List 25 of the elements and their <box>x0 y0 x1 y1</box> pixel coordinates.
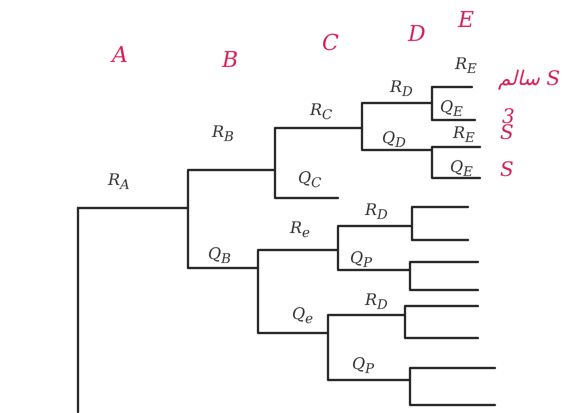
branch-label: R$_{E}$ <box>453 125 475 146</box>
annotation: سالم S <box>498 68 560 88</box>
column-letter: B <box>222 50 238 72</box>
branch-label: Q$_{e}$ <box>292 306 314 327</box>
branch-label: Q$_{P}$ <box>350 250 372 271</box>
branch-label: Q$_{P}$ <box>352 356 374 377</box>
branch-label: Q$_{C}$ <box>298 170 322 191</box>
branch-label: R$_{D}$ <box>365 292 388 313</box>
branch-label: Q$_{E}$ <box>450 159 473 180</box>
branch-label: R$_{A}$ <box>108 172 130 193</box>
column-letter: D <box>408 24 426 46</box>
column-letter: A <box>112 45 128 67</box>
annotation: S <box>500 122 514 142</box>
branch-label: R$_{B}$ <box>212 124 234 145</box>
branch-label: R$_{e}$ <box>290 220 310 241</box>
branch-label: R$_{E}$ <box>455 56 477 77</box>
branch-label: R$_{D}$ <box>365 202 388 223</box>
branch-label: Q$_{E}$ <box>440 99 463 120</box>
branch-label: Q$_{B}$ <box>208 246 231 267</box>
column-letter: E <box>458 10 474 32</box>
branch-label: R$_{D}$ <box>390 79 413 100</box>
branch-label: Q$_{D}$ <box>382 130 406 151</box>
annotation: S <box>500 159 514 179</box>
branch-label: R$_{C}$ <box>310 102 332 123</box>
column-letter: C <box>322 33 339 55</box>
